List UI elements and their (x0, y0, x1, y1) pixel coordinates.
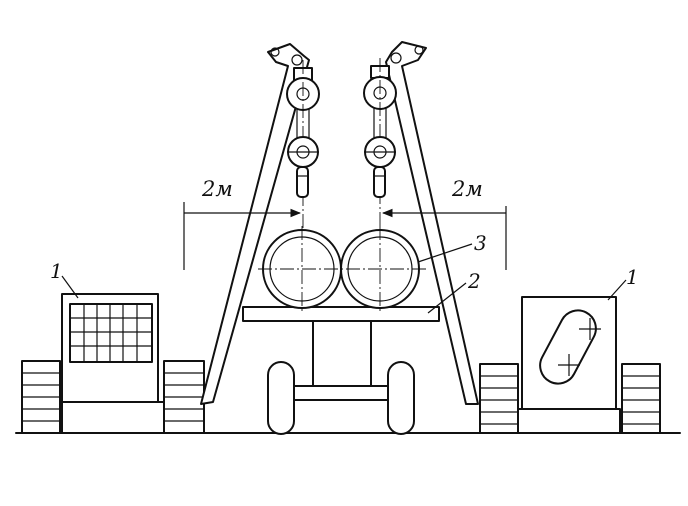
right-front-crawler (479, 363, 519, 434)
pipes-part-3 (258, 226, 426, 313)
right-rear-crawler (621, 363, 661, 434)
trolley-wheel-left (267, 361, 295, 435)
right-boom (385, 41, 479, 405)
left-boom (200, 43, 310, 405)
label-part-1-left: 1 (50, 259, 79, 299)
label-3: 3 (474, 231, 487, 255)
right-pipelayer-machine (479, 296, 661, 434)
dimension-left-label: 2м (201, 177, 233, 201)
left-pipelayer-machine (21, 293, 205, 434)
label-part-3: 3 (417, 231, 487, 263)
left-front-crawler (163, 360, 205, 434)
dimension-left: 2м (183, 177, 302, 270)
right-hook-block (363, 58, 397, 228)
trolley-wheel-right (387, 361, 415, 435)
label-part-2: 2 (427, 269, 481, 314)
label-2: 2 (467, 269, 481, 293)
platform-part-2 (242, 306, 440, 322)
left-cabin-window (69, 303, 153, 363)
right-counterweight-emblem (539, 309, 601, 385)
left-rear-crawler (21, 360, 61, 434)
label-part-1-right: 1 (607, 265, 639, 301)
left-hook-block (286, 60, 320, 228)
dimension-right: 2м (381, 177, 507, 270)
label-1-right: 1 (626, 265, 639, 289)
label-1-left: 1 (50, 259, 63, 283)
pipe-carrier-trolley (267, 319, 415, 435)
dimension-right-label: 2м (451, 177, 483, 201)
